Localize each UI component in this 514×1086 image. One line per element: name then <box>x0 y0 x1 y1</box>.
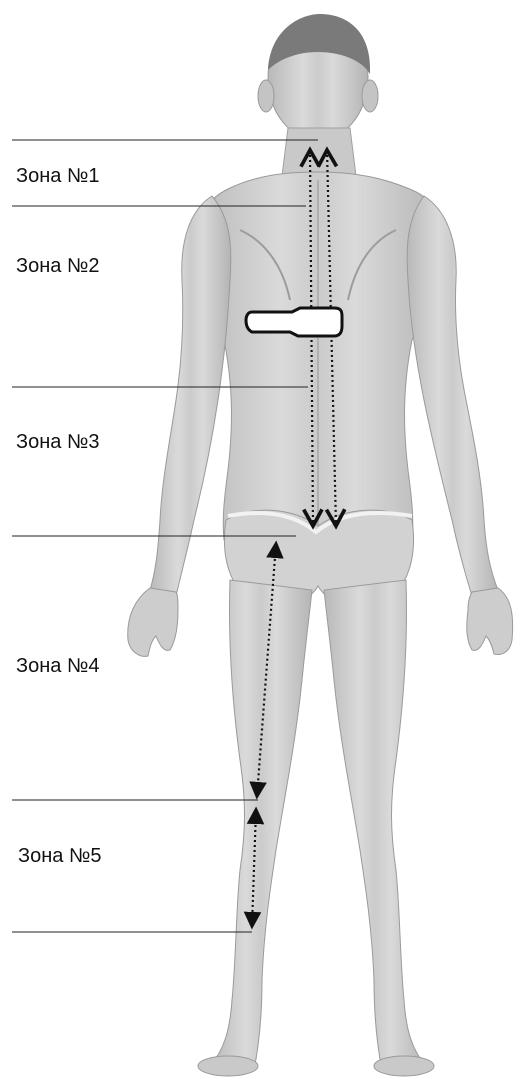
human-body-figure <box>128 14 513 1076</box>
neck <box>282 128 356 176</box>
left-hand <box>128 588 178 656</box>
zone-label-2: Зона №2 <box>16 255 100 278</box>
left-leg <box>210 580 312 1070</box>
zone-label-4: Зона №4 <box>16 655 100 678</box>
zone-label-1: Зона №1 <box>16 165 100 188</box>
right-leg <box>324 580 426 1070</box>
right-arm <box>407 196 498 596</box>
zone-label-3: Зона №3 <box>16 431 100 454</box>
zone-label-5: Зона №5 <box>18 845 102 868</box>
device-outline-icon <box>246 308 342 336</box>
right-hand <box>467 588 513 654</box>
